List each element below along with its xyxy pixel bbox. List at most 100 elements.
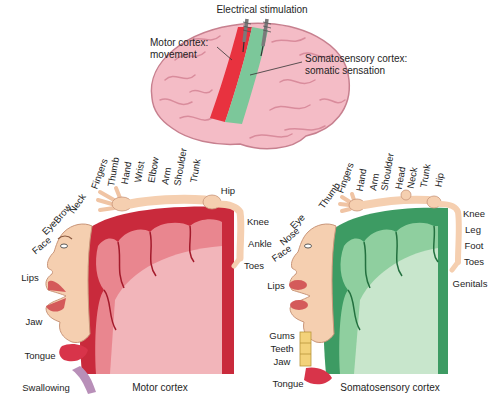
somatosensory-strip [225,27,268,124]
gyrus [270,105,310,110]
label-text: Lips [267,281,284,292]
body-part-label: Face [270,243,294,264]
label-text: Trunk [189,158,204,183]
motor-section [46,188,241,394]
label-text: Lips [21,273,38,284]
teeth-divider [300,343,311,354]
label-text: Ankle [248,239,272,250]
gyrus [250,134,292,138]
caption-label: Motor cortex [132,382,188,394]
cortex-inner [95,219,222,374]
body-part-label: Swallowing [22,383,70,394]
body-part-label: Tongue [272,379,303,390]
sulcus [150,232,156,276]
label-text: Face [270,243,294,264]
sulcus [396,232,402,276]
leg [440,204,459,262]
body-part-label: Trunk [189,158,204,183]
body-part-label: Jaw [274,357,291,368]
sulcus [190,226,194,262]
label-text: Trunk [419,163,434,188]
body-part-label: Hip [433,172,446,188]
label-text: Knee [247,217,269,228]
body-part-label: Nose [278,226,302,249]
gyrus [165,75,195,80]
lip [290,300,308,310]
body-part-label: Toes [464,257,484,268]
label-text: Face [30,235,53,257]
body-part-label: Trunk [419,163,434,188]
body-part-label: Leg [465,225,481,236]
electrode-coil [263,22,271,32]
label-text: Somatosensory cortex: somatic sensation [305,53,423,76]
label-text: Gums [269,331,294,342]
gyrus [285,126,325,130]
body-part-label: Genitals [453,279,488,290]
gyrus [160,99,192,104]
throat [72,366,96,394]
body-part-label: Wrist [133,160,147,183]
white-matter [110,246,222,374]
lip [48,281,66,292]
label-text: Tongue [24,351,55,362]
lip [46,298,66,312]
eye [61,244,68,248]
body-part-label: Ankle [248,239,272,250]
label-text: Hip [433,172,446,188]
label-text: Fingers [335,161,356,195]
label-text: Nose [278,226,302,249]
region-label: Somatosensory cortex: somatic sensation [305,53,423,76]
body-part-label: Hip [221,186,235,197]
region-label: Motor cortex: movement [150,37,224,60]
arm [130,199,205,204]
caption-label: Somatosensory cortex [340,382,440,394]
head-outline [290,224,336,343]
sulci [348,226,438,330]
label-text: Toes [464,257,484,268]
label-text: Genitals [453,279,488,290]
leader-line [250,62,302,75]
homunculus-head [290,224,336,343]
body-part-label: Knee [463,209,485,220]
body-part-label: Toes [244,261,264,272]
leg [218,204,241,258]
electrode-tip [243,42,244,52]
label-text: Motor cortex [132,382,188,394]
label-text: Somatosensory cortex [340,382,440,394]
somatosensory-section [289,190,459,384]
gyrus [180,116,212,120]
body-part-label: Foot [464,241,483,252]
white-matter [354,248,438,374]
label-text: Shoulder [172,147,189,186]
cortex-inner [339,223,438,374]
tongue [59,344,88,361]
label-text: Electrical stimulation [216,4,307,16]
label-text: Jaw [26,317,43,328]
brow [58,236,72,239]
small-head [401,190,411,200]
label-text: Foot [464,241,483,252]
electrodes [243,19,271,56]
label-text: Tongue [272,379,303,390]
electrode-tip [261,46,263,56]
label-text: Hip [221,186,235,197]
leader-line [217,47,232,60]
electrode-coil [243,22,251,32]
gyrus [280,80,315,84]
label-text: Elbow [146,156,161,183]
arm [364,200,428,205]
label-text: Wrist [133,160,147,183]
body-part-label: Tongue [24,351,55,362]
teeth-jaw [300,332,311,366]
sulcus [364,242,370,288]
sulcus [434,226,438,262]
label-text: Swallowing [22,383,70,394]
gyrus [272,38,305,42]
cortex-outer [324,208,448,374]
label-text: Motor cortex: movement [150,37,224,60]
body-part-label: Elbow [146,156,161,183]
foot [452,262,458,270]
body-part-label: Knee [247,217,269,228]
gyrus [190,90,212,93]
body-part-label: Fingers [335,161,356,195]
